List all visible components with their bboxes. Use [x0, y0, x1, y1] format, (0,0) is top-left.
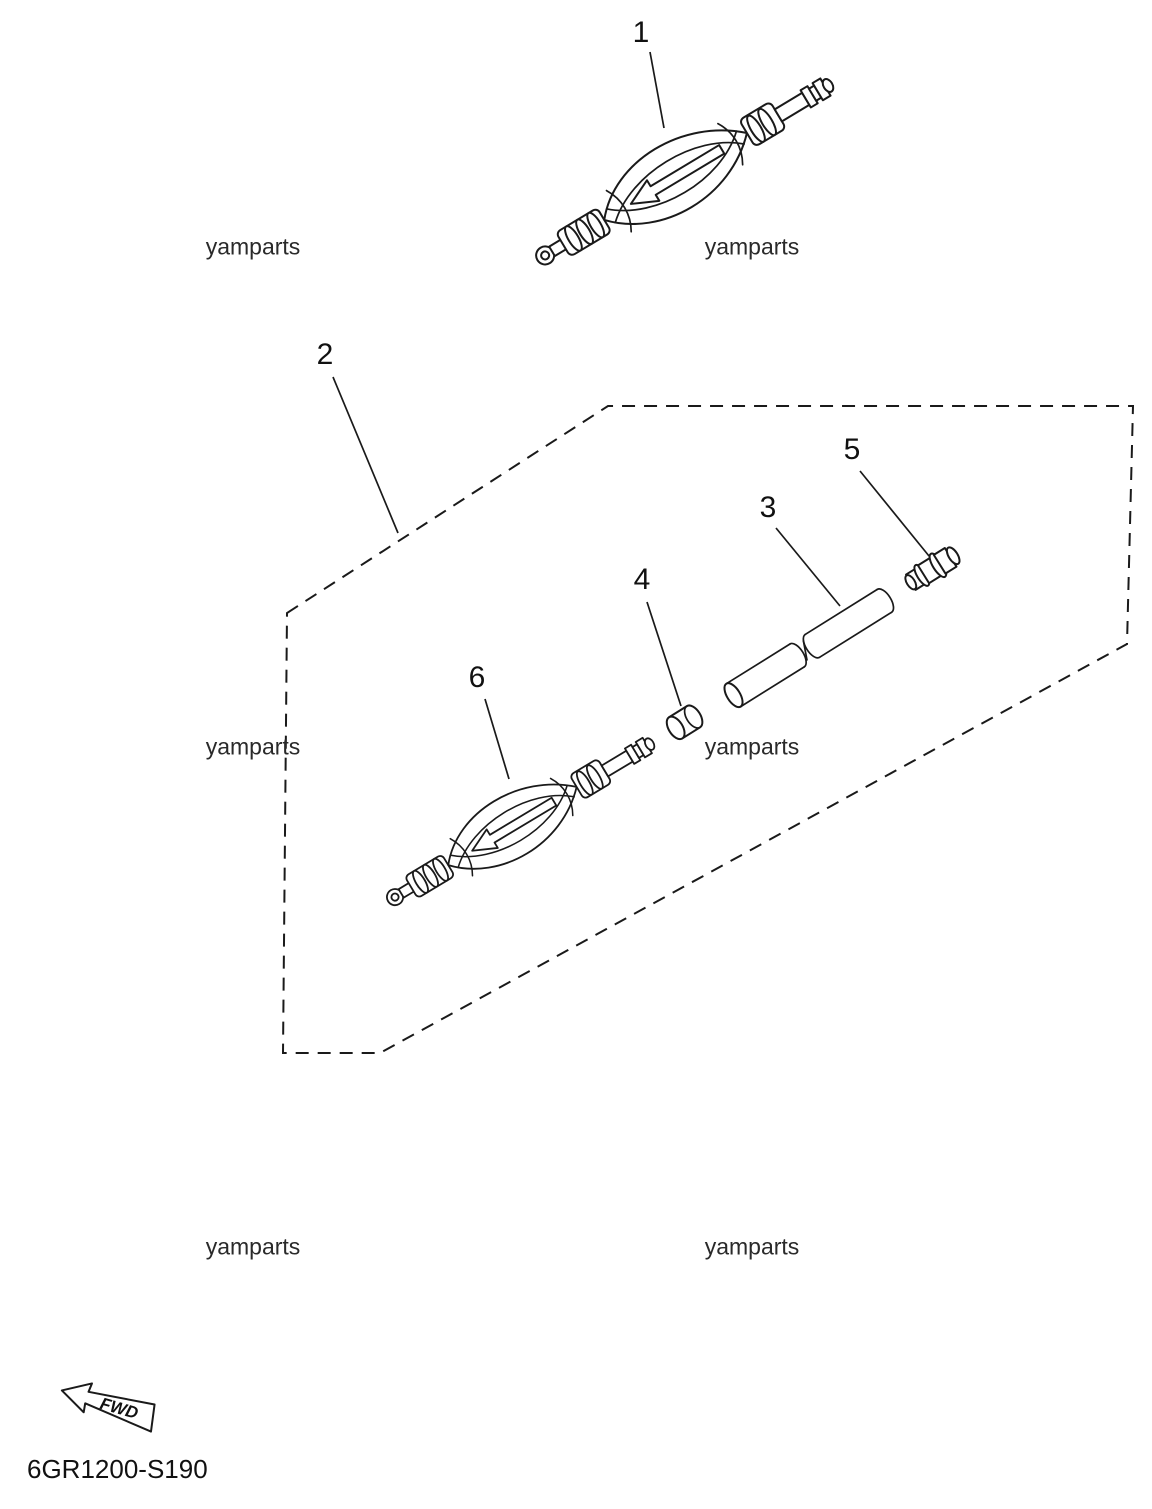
callout-line-4	[646, 601, 682, 707]
callout-5: 5	[843, 433, 861, 466]
callout-1: 1	[632, 16, 650, 49]
fwd-arrow-icon: FWD	[60, 1382, 156, 1433]
watermark: yamparts	[205, 733, 301, 760]
watermark: yamparts	[704, 1233, 800, 1260]
watermark: yamparts	[704, 233, 800, 260]
callout-4: 4	[633, 563, 651, 596]
watermark: yamparts	[205, 1233, 301, 1260]
part-code: 6GR1200-S190	[27, 1454, 208, 1484]
pipe-clip-part-4	[665, 704, 704, 741]
primer-pump-part-6	[371, 714, 670, 929]
callout-line-5	[859, 470, 930, 557]
fuel-pipe-part-3	[723, 588, 895, 709]
callout-2: 2	[316, 338, 334, 371]
joint-part-5	[904, 546, 961, 591]
callout-line-6	[484, 698, 510, 780]
callout-3: 3	[759, 491, 777, 524]
watermark: yamparts	[704, 733, 800, 760]
callout-line-1	[649, 51, 665, 129]
callout-line-2	[332, 376, 399, 534]
callout-6: 6	[468, 661, 486, 694]
callout-lines	[332, 51, 930, 780]
callout-line-3	[775, 527, 841, 607]
primer-pump-part-1	[518, 52, 851, 291]
kit-boundary	[281, 405, 1135, 1054]
watermark: yamparts	[205, 233, 301, 260]
